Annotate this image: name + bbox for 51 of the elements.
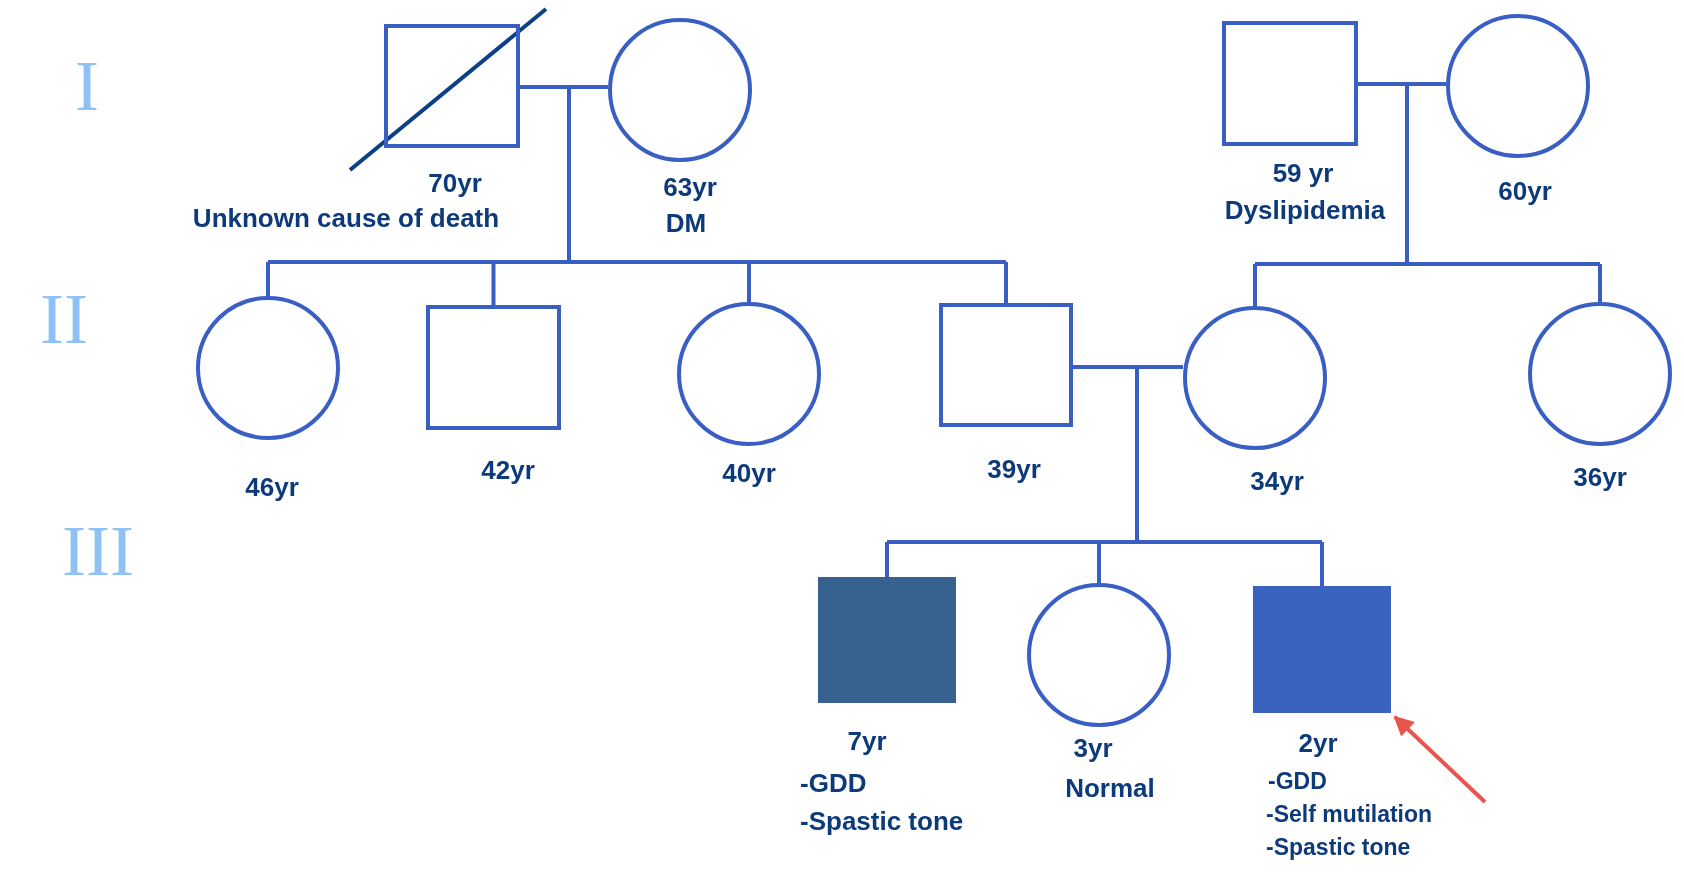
age-label: 63yr (663, 172, 717, 202)
female-circle (608, 18, 752, 162)
male-square (1222, 21, 1358, 146)
age-label: 46yr (245, 472, 299, 502)
female-circle (1027, 583, 1171, 727)
age-label: 3yr (1073, 733, 1113, 763)
connector-line (1320, 542, 1324, 586)
connector-line (1097, 542, 1101, 583)
connector-line (1073, 365, 1183, 369)
age-label: 7yr (847, 726, 887, 756)
note-label: -Self mutilation (1266, 800, 1433, 829)
connector-line (885, 542, 889, 577)
female-circle (1183, 306, 1327, 450)
connector-line (1358, 82, 1446, 86)
note-label: Dyslipidemia (1224, 195, 1386, 225)
note-label: -GDD (800, 768, 867, 798)
connector-line (491, 262, 496, 305)
age-label: 40yr (722, 458, 776, 488)
note-label: -Spastic tone (1266, 833, 1411, 862)
age-label: 36yr (1573, 462, 1627, 492)
note-label: DM (665, 208, 707, 238)
note-label: Unknown cause of death (192, 203, 500, 233)
age-label: 42yr (481, 455, 535, 485)
connector-line (747, 262, 751, 302)
age-label: 70yr (428, 168, 482, 198)
age-label: 34yr (1250, 466, 1304, 496)
arrow (1393, 715, 1487, 804)
connector-line (1253, 264, 1257, 306)
affected-male-square (1253, 586, 1391, 713)
male-square (939, 303, 1073, 427)
female-circle (196, 296, 340, 440)
connector-line (266, 262, 270, 296)
female-circle (1528, 302, 1672, 446)
generation-label: I (75, 50, 99, 122)
female-circle (677, 302, 821, 446)
generation-label: II (40, 283, 88, 355)
affected-male-square (818, 577, 956, 703)
female-circle (1446, 14, 1590, 158)
male-square (384, 24, 520, 148)
generation-label: III (62, 515, 134, 587)
age-label: 59 yr (1272, 158, 1334, 188)
age-label: 60yr (1498, 176, 1552, 206)
connector-line (1004, 262, 1008, 303)
note-label: -Spastic tone (800, 806, 964, 836)
age-label: 39yr (987, 454, 1041, 484)
age-label: 2yr (1298, 728, 1338, 758)
connector-line (1598, 264, 1602, 302)
male-square (426, 305, 561, 430)
note-label: -GDD (1268, 767, 1327, 796)
connector-line (520, 85, 608, 89)
note-label: Normal (1065, 773, 1155, 803)
